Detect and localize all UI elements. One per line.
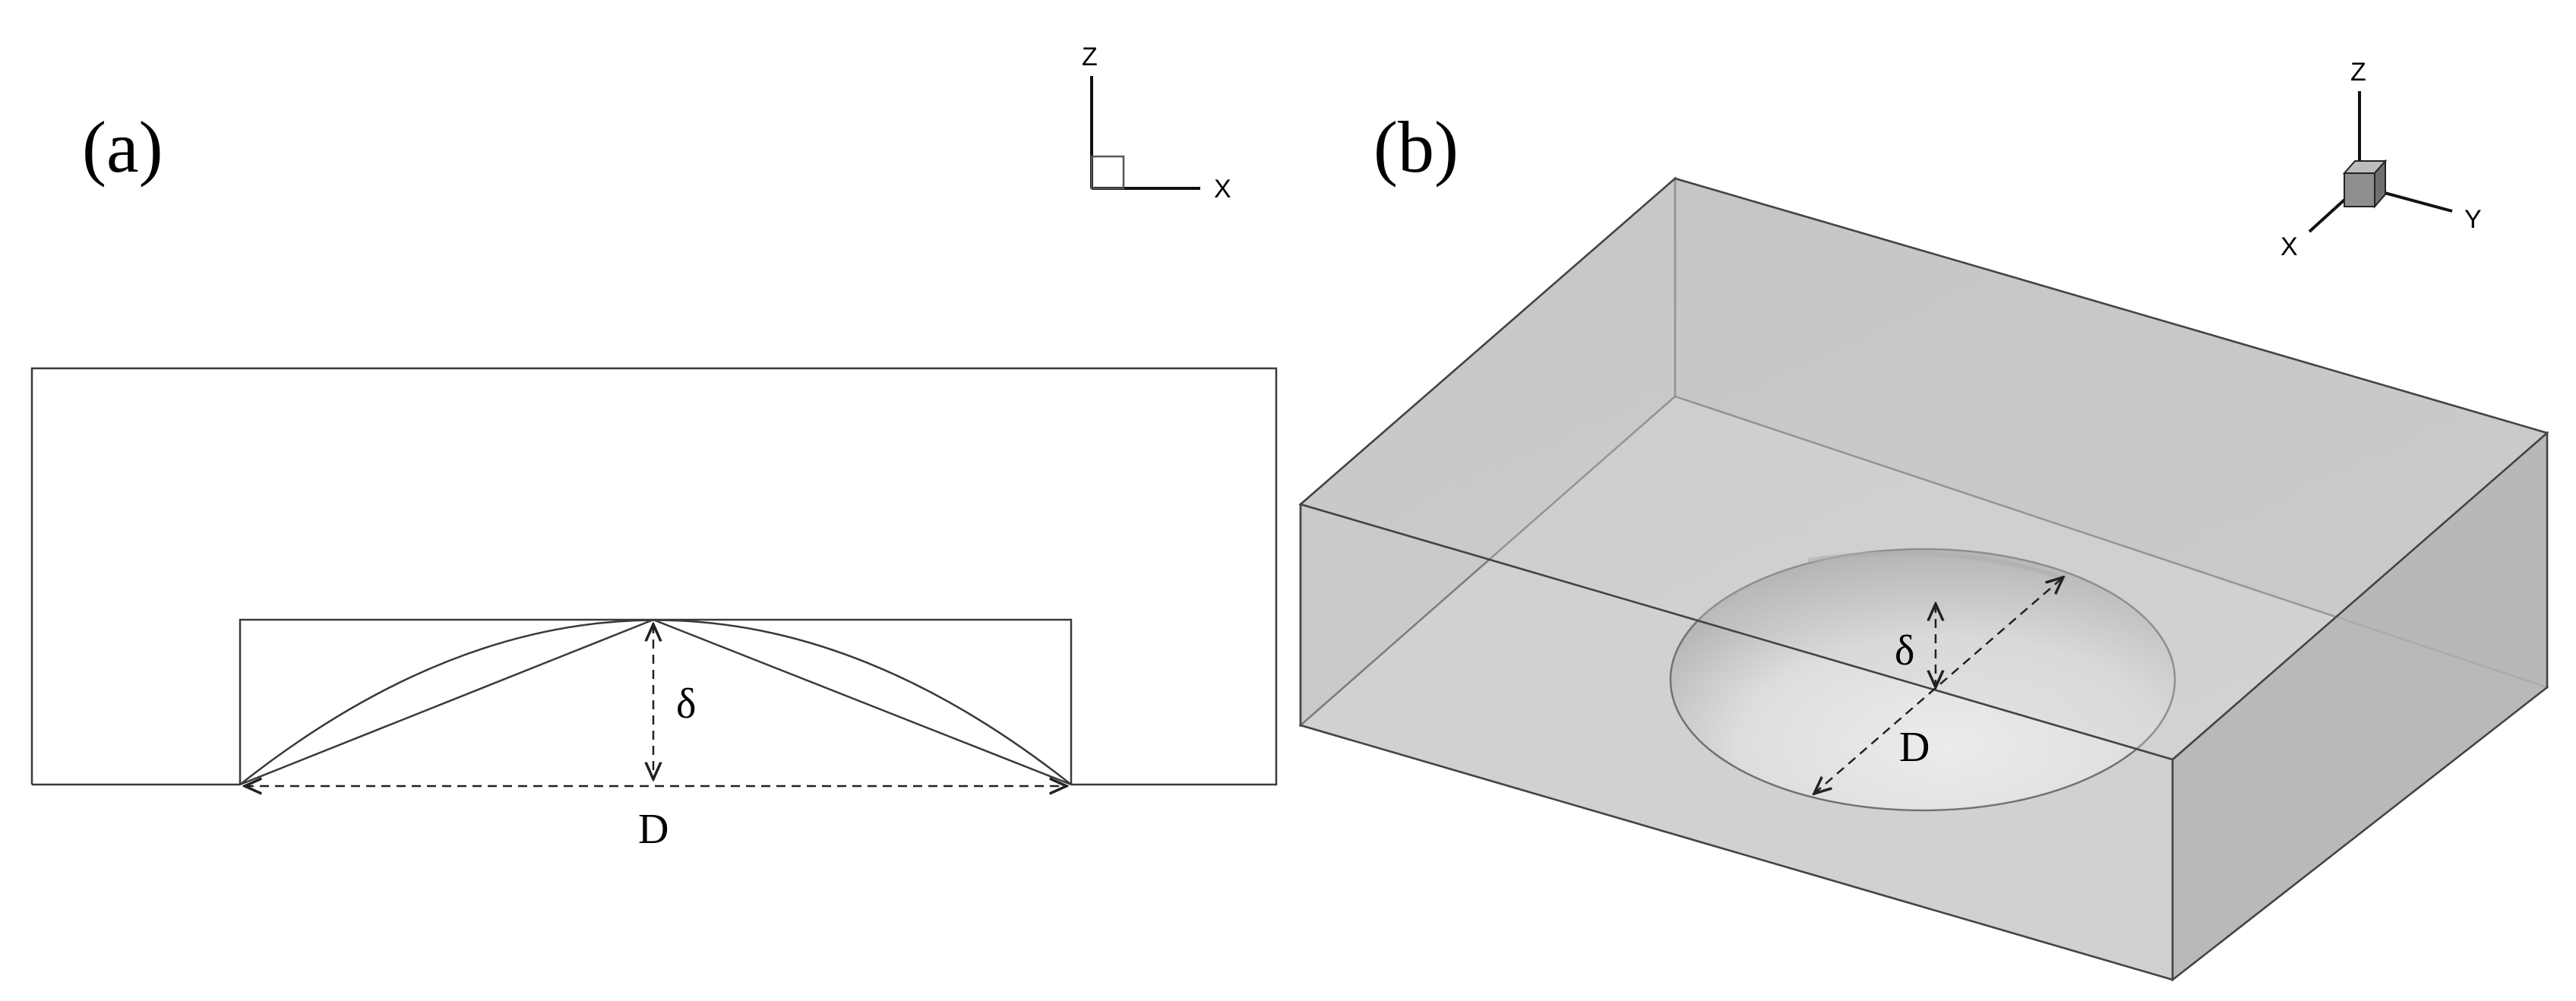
x-axis-label: X: [1214, 175, 1231, 204]
dimple-bounding-box: [239, 618, 1073, 785]
orientation-cube-icon: [2342, 159, 2388, 209]
diameter-dimension-line-3d: [1814, 577, 2063, 794]
y-axis-label-3d: Y: [2464, 205, 2482, 234]
domain-outline: [30, 367, 1278, 786]
delta-label-a: δ: [676, 680, 696, 728]
delta-label-b: δ: [1895, 627, 1914, 674]
panel-b-label: (b): [1373, 106, 1459, 188]
panel-b: (b) Z Y X δ D: [1298, 58, 2549, 982]
chord-right: [653, 618, 1072, 786]
x-axis-label-3d: X: [2280, 232, 2298, 261]
panel-a: (a) Z X δ D: [30, 43, 1278, 853]
z-axis-label: Z: [1082, 43, 1098, 71]
diameter-label-b: D: [1899, 724, 1930, 771]
axes-indicator-b: Z Y X: [2280, 58, 2482, 261]
panel-a-label: (a): [82, 106, 163, 188]
z-axis-label-3d: Z: [2350, 58, 2366, 87]
right-angle-marker: [1090, 155, 1125, 190]
diameter-label-a: D: [638, 806, 668, 853]
axes-indicator-a: Z X: [1082, 43, 1231, 204]
dimple-arc: [239, 619, 1072, 785]
chord-left: [239, 618, 654, 786]
